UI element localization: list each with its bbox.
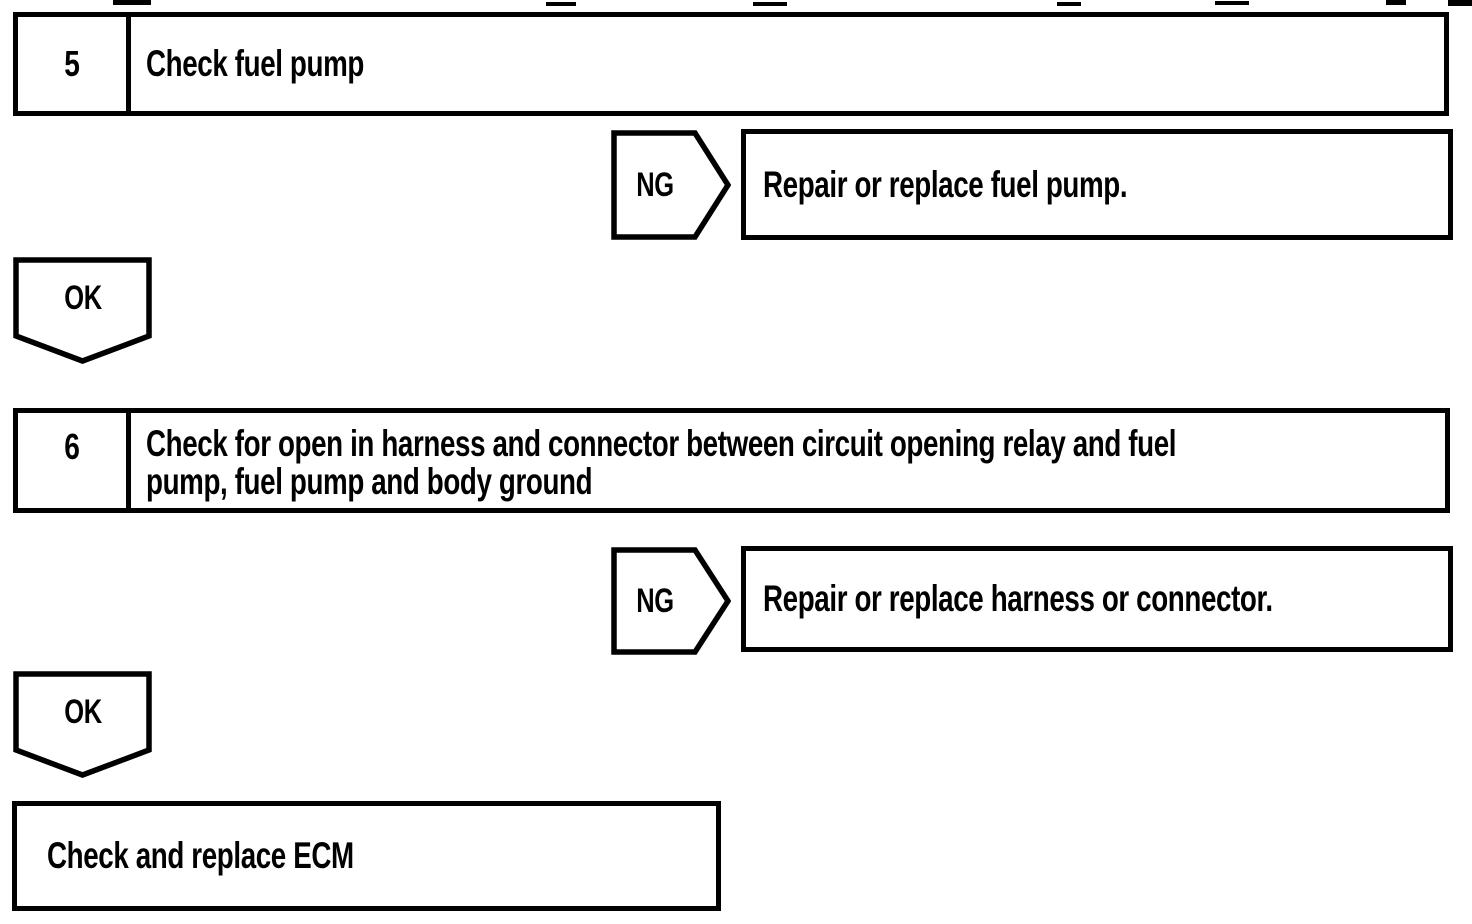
- scan-mark: [1057, 2, 1081, 6]
- ng1-right-arrow-shape: [611, 130, 731, 240]
- step5-title-cell: Check fuel pump: [131, 17, 1444, 111]
- ok2-pentagon: OK: [13, 671, 152, 779]
- ok1-label-wrap: OK: [13, 257, 152, 339]
- step5-box: 5 Check fuel pump: [13, 12, 1449, 116]
- ok1-pentagon: OK: [13, 257, 152, 365]
- step6-number-cell: 6: [18, 413, 131, 508]
- step6-box: 6 Check for open in harness and connecto…: [13, 408, 1450, 513]
- step5-number-cell: 5: [18, 17, 131, 111]
- scan-mark: [1448, 0, 1472, 6]
- step5-title: Check fuel pump: [146, 43, 364, 84]
- ng1-pentagon: NG: [611, 130, 731, 240]
- ng2-action-cell: Repair or replace harness or connector.: [746, 551, 1448, 647]
- step6-number: 6: [64, 426, 80, 467]
- ng1-label-wrap: NG: [611, 130, 699, 240]
- step6-title-line1: Check for open in harness and connector …: [146, 423, 1177, 464]
- final-action-box: Check and replace ECM: [12, 801, 721, 911]
- ng1-action-text: Repair or replace fuel pump.: [763, 163, 1128, 205]
- ng1-label: NG: [636, 165, 674, 204]
- scan-mark: [113, 0, 151, 5]
- ng2-action-box: Repair or replace harness or connector.: [741, 546, 1453, 652]
- ng2-label-wrap: NG: [611, 547, 699, 655]
- ng1-action-cell: Repair or replace fuel pump.: [746, 134, 1448, 235]
- final-action-cell: Check and replace ECM: [17, 806, 716, 906]
- ng2-label: NG: [636, 581, 674, 620]
- ok2-label: OK: [63, 692, 102, 731]
- scan-mark: [1386, 0, 1406, 5]
- step6-title-line2: pump, fuel pump and body ground: [146, 461, 593, 502]
- final-action-text: Check and replace ECM: [47, 835, 354, 876]
- ng2-action-text: Repair or replace harness or connector.: [763, 578, 1273, 619]
- ng1-action-box: Repair or replace fuel pump.: [741, 129, 1453, 240]
- step5-number: 5: [64, 43, 80, 84]
- ng2-right-arrow-shape: [611, 547, 731, 655]
- scan-mark: [753, 2, 787, 6]
- step6-title: Check for open in harness and connector …: [146, 425, 1445, 508]
- ok2-label-wrap: OK: [13, 671, 152, 753]
- scan-mark: [1215, 1, 1249, 5]
- ok2-down-arrow-shape: [13, 671, 152, 778]
- scan-mark: [546, 2, 576, 6]
- ok1-down-arrow-shape: [13, 257, 152, 364]
- step6-title-cell: Check for open in harness and connector …: [131, 413, 1445, 508]
- ng2-pentagon: NG: [611, 547, 731, 655]
- ok1-label: OK: [63, 278, 102, 317]
